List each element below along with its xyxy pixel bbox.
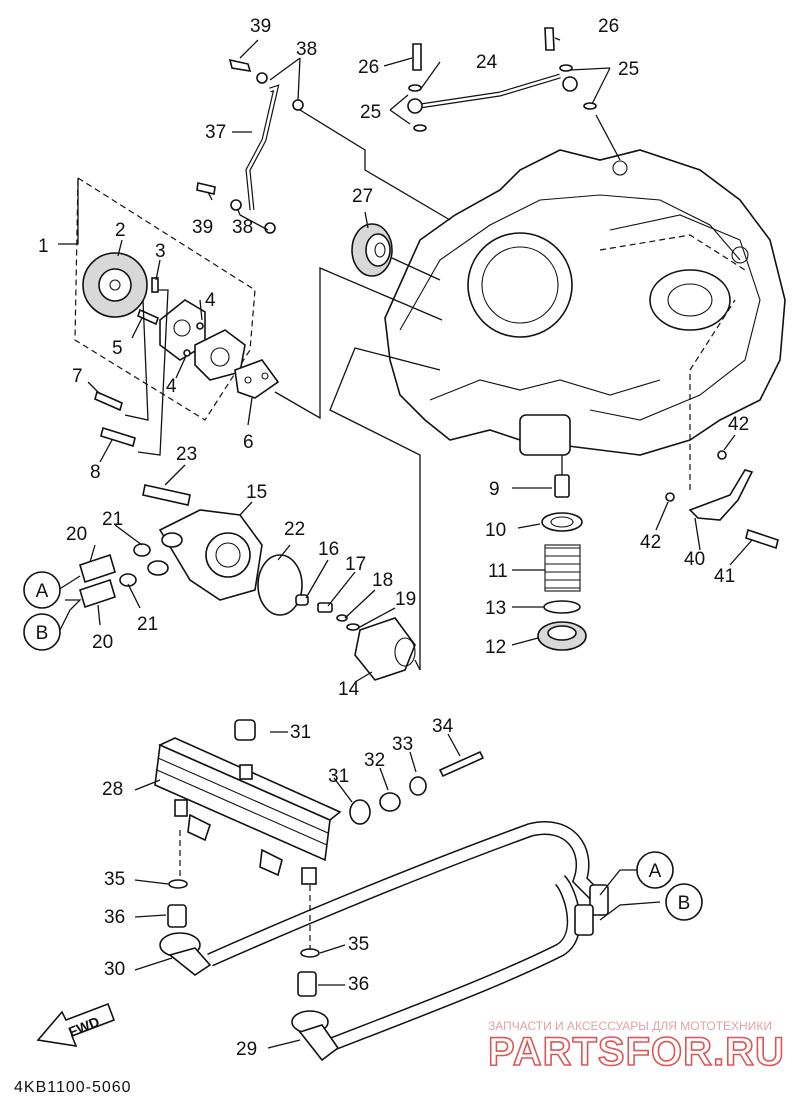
callout-31-lower: 31 xyxy=(328,766,349,787)
callout-23: 23 xyxy=(176,444,197,465)
callout-20-top: 20 xyxy=(66,524,87,545)
callout-10: 10 xyxy=(485,520,506,541)
callout-2: 2 xyxy=(115,220,126,241)
ref-b-right: B xyxy=(678,893,691,914)
callout-40: 40 xyxy=(684,549,705,570)
watermark-site: PARTSFOR.RU xyxy=(488,1030,785,1074)
ref-b-circle-left xyxy=(23,613,61,651)
callout-33: 33 xyxy=(392,734,413,755)
callout-28: 28 xyxy=(102,779,123,800)
ref-a-left: A xyxy=(36,581,49,602)
document-code: 4KB1100-5060 xyxy=(14,1079,132,1096)
callout-9: 9 xyxy=(489,479,500,500)
callout-36-top: 36 xyxy=(104,907,125,928)
oil-strainer-parts xyxy=(537,474,587,651)
callout-35-lower: 35 xyxy=(348,934,369,955)
callout-24: 24 xyxy=(476,52,498,73)
leader-lines xyxy=(57,37,753,1049)
reference-markers: A B A B xyxy=(23,571,703,921)
callout-21-top: 21 xyxy=(102,509,123,530)
callout-31-top: 31 xyxy=(290,722,311,743)
callout-21-lower: 21 xyxy=(137,614,158,635)
oil-filter-housing xyxy=(79,484,416,681)
callout-26-right: 26 xyxy=(598,16,619,37)
oil-delivery-pipes xyxy=(196,27,597,234)
callout-12: 12 xyxy=(485,637,506,658)
callout-labels: 39 38 37 39 38 26 24 25 26 25 27 1 2 3 4… xyxy=(38,16,749,1060)
callout-32: 32 xyxy=(364,750,385,771)
callout-39-lower: 39 xyxy=(192,217,213,238)
crankcase-assembly xyxy=(384,149,786,456)
callout-5: 5 xyxy=(112,338,123,359)
callout-20-lower: 20 xyxy=(92,632,113,653)
callout-4-lower: 4 xyxy=(166,376,177,397)
callout-17: 17 xyxy=(345,554,366,575)
ref-a-circle-right xyxy=(636,851,674,889)
callout-37: 37 xyxy=(205,122,226,143)
callout-42-lower: 42 xyxy=(640,532,661,553)
callout-34: 34 xyxy=(432,716,454,737)
callout-39-top: 39 xyxy=(250,16,271,37)
callout-22: 22 xyxy=(284,519,305,540)
callout-1: 1 xyxy=(38,236,49,257)
callout-8: 8 xyxy=(90,462,101,483)
ref-a-right: A xyxy=(649,861,662,882)
callout-42-top: 42 xyxy=(728,414,749,435)
callout-19: 19 xyxy=(395,589,416,610)
callout-3: 3 xyxy=(155,241,166,262)
forward-arrow: FWD xyxy=(36,1002,116,1048)
callout-7: 7 xyxy=(72,366,83,387)
callout-11: 11 xyxy=(488,561,508,582)
callout-16: 16 xyxy=(318,539,339,560)
hose-bracket-parts xyxy=(665,299,779,550)
oil-pump-drive-gear xyxy=(351,223,393,277)
callout-35-top: 35 xyxy=(104,869,125,890)
oil-cooler-hoses xyxy=(159,821,609,1062)
callout-27: 27 xyxy=(352,186,373,207)
callout-15: 15 xyxy=(246,482,267,503)
ref-b-left: B xyxy=(36,623,49,644)
callout-41: 41 xyxy=(714,566,735,587)
callout-25-left: 25 xyxy=(360,102,381,123)
oil-cooler xyxy=(154,719,485,885)
callout-4-top: 4 xyxy=(205,290,216,311)
oil-pump-assembly xyxy=(74,176,280,448)
ref-a-circle-left xyxy=(23,571,61,609)
watermark: ЗАПЧАСТИ И АКСЕССУАРЫ ДЛЯ МОТОТЕХНИКИ PA… xyxy=(487,1019,785,1075)
callout-38-lower: 38 xyxy=(232,217,253,238)
watermark-tagline: ЗАПЧАСТИ И АКСЕССУАРЫ ДЛЯ МОТОТЕХНИКИ xyxy=(488,1019,772,1033)
callout-13: 13 xyxy=(485,598,506,619)
callout-18: 18 xyxy=(372,570,393,591)
callout-6: 6 xyxy=(243,432,254,453)
callout-26-left: 26 xyxy=(358,57,379,78)
ref-b-circle-right xyxy=(665,883,703,921)
callout-36-lower: 36 xyxy=(348,974,369,995)
callout-29: 29 xyxy=(236,1039,257,1060)
callout-38-top: 38 xyxy=(296,39,317,60)
callout-30: 30 xyxy=(104,959,125,980)
callout-25-right: 25 xyxy=(618,59,639,80)
callout-14: 14 xyxy=(338,679,360,700)
